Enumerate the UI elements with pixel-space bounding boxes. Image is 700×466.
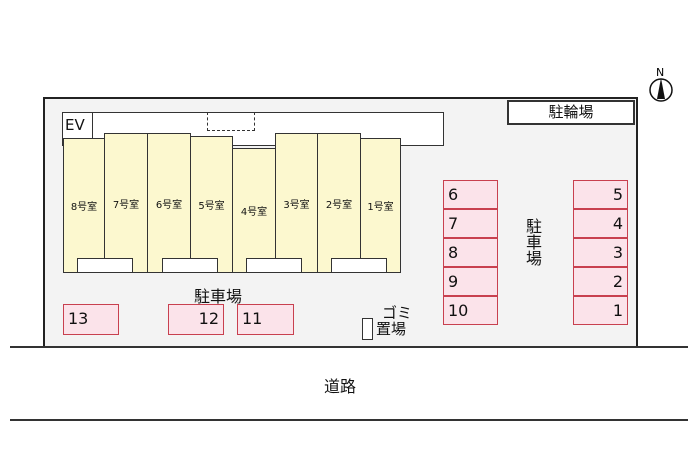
road-label: 道路 [324,377,357,396]
parking-space-11: 11 [237,304,294,335]
parking-space-7: 7 [443,209,498,238]
parking-space-13: 13 [63,304,119,335]
parking-space-10: 10 [443,296,498,325]
compass-n-label: N [656,66,664,79]
parking-label-vertical: 駐車場 [523,218,542,266]
unit-4: 4号室 [232,148,276,273]
unit-3: 3号室 [275,133,318,273]
parking-space-4: 4 [573,209,628,238]
unit-5: 5号室 [190,136,233,273]
bicycle-parking: 駐輪場 [507,100,635,125]
road-edge-bottom [10,419,688,421]
parking-space-9: 9 [443,267,498,296]
unit-7: 7号室 [104,133,148,273]
entrance-bay [246,258,302,273]
parking-space-5: 5 [573,180,628,209]
parking-space-2: 2 [573,267,628,296]
parking-space-3: 3 [573,238,628,267]
garbage-label-1: ゴミ [382,304,413,322]
entrance-bay [77,258,133,273]
parking-space-12: 12 [168,304,224,335]
parking-label: 駐車場 [194,287,243,306]
garbage-box [362,318,373,340]
unit-1: 1号室 [360,138,401,273]
entrance-bay [331,258,387,273]
unit-6: 6号室 [147,133,191,273]
north-compass-icon: N [646,66,676,102]
unit-8: 8号室 [63,138,105,273]
garbage-label-2: 置場 [376,320,407,338]
dashed-area [207,112,255,131]
road-edge-top [10,346,688,348]
entrance-bay [162,258,218,273]
elevator: EV [62,112,93,139]
unit-2: 2号室 [317,133,361,273]
parking-space-6: 6 [443,180,498,209]
parking-space-8: 8 [443,238,498,267]
parking-space-1: 1 [573,296,628,325]
